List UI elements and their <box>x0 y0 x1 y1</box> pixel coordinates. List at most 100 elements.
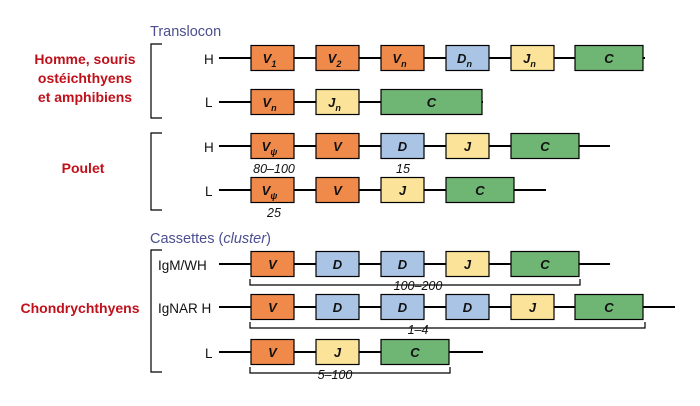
segment-label: Vn <box>392 51 407 69</box>
segment-d: D <box>445 293 490 321</box>
segment-box <box>250 293 295 321</box>
segment-v: V <box>315 176 360 204</box>
segment-label: D <box>463 300 473 315</box>
segment-label: V2 <box>328 51 342 69</box>
group-human-line1: Homme, souris <box>34 51 135 67</box>
segment-c: C <box>445 176 515 204</box>
segment-label: C <box>410 345 420 360</box>
chain-label-human-h: H <box>204 52 214 67</box>
chain-label-igm: IgM/WH <box>158 258 207 273</box>
segment-label: C <box>540 139 550 154</box>
segment-c: C <box>380 338 450 366</box>
segment-label: Vψ <box>262 139 278 157</box>
segment-box <box>250 44 295 72</box>
group-human-line3: et amphibiens <box>38 89 132 105</box>
cluster-bracket-ignar <box>249 322 646 329</box>
segment-label: C <box>427 95 437 110</box>
chain-label-chicken-l: L <box>205 184 213 199</box>
segment-j: J <box>315 338 360 366</box>
segment-label: J <box>334 345 342 360</box>
segment-label: V <box>333 139 343 154</box>
segment-label: J <box>464 257 472 272</box>
segment-d: D <box>380 293 425 321</box>
segment-box <box>315 293 360 321</box>
segment-v-n: Vn <box>380 44 425 72</box>
count-chicken-h-d: 15 <box>396 162 410 176</box>
segment-j: J <box>510 293 555 321</box>
segment-v-ψ: Vψ <box>250 132 295 160</box>
gene-row-human-h: V1 V2 Vn Dn Jn C <box>219 44 645 72</box>
segment-v: V <box>315 132 360 160</box>
segment-box <box>250 88 295 116</box>
segment-box <box>510 250 580 278</box>
gene-row-chicken-l: Vψ V J C <box>219 176 546 204</box>
segment-label: C <box>475 183 485 198</box>
segment-box <box>445 44 490 72</box>
segment-j-n: Jn <box>315 88 360 116</box>
segment-label: D <box>398 139 408 154</box>
segment-label: J <box>464 139 472 154</box>
segment-box <box>315 176 360 204</box>
segment-d: D <box>380 250 425 278</box>
segment-c: C <box>574 293 644 321</box>
count-chondro-l-cluster: 5–100 <box>318 368 353 382</box>
segment-label: C <box>540 257 550 272</box>
segment-j: J <box>380 176 425 204</box>
segment-j-n: Jn <box>510 44 555 72</box>
segment-box <box>315 44 360 72</box>
segment-box <box>510 293 555 321</box>
segment-label: V <box>333 183 343 198</box>
segment-c: C <box>380 88 483 116</box>
segment-label: V <box>268 300 278 315</box>
cluster-bracket-igm <box>249 279 581 286</box>
chain-label-chondro-l: L <box>205 346 213 361</box>
segment-box <box>510 44 555 72</box>
segment-v: V <box>250 293 295 321</box>
segment-label: D <box>398 257 408 272</box>
segment-label: Jn <box>523 51 536 69</box>
segment-box <box>445 293 490 321</box>
count-ignar-cluster: 1–4 <box>408 323 429 337</box>
segment-j: J <box>445 132 490 160</box>
segment-c: C <box>574 44 644 72</box>
segment-label: Dn <box>457 51 472 69</box>
segment-label: D <box>333 257 343 272</box>
segment-label: Vψ <box>262 183 278 201</box>
segment-box <box>315 338 360 366</box>
segment-d: D <box>380 132 425 160</box>
segment-box <box>445 176 515 204</box>
segment-box <box>380 293 425 321</box>
segment-c: C <box>510 250 580 278</box>
bracket-human <box>150 43 162 119</box>
segment-label: V <box>268 345 278 360</box>
segment-label: J <box>529 300 537 315</box>
bracket-chicken <box>150 132 162 211</box>
segment-v-2: V2 <box>315 44 360 72</box>
segment-label: V1 <box>263 51 277 69</box>
count-chicken-h-vpsi: 80–100 <box>253 162 295 176</box>
segment-c: C <box>510 132 580 160</box>
segment-box <box>250 132 295 160</box>
gene-row-chicken-h: Vψ V D J C <box>219 132 610 160</box>
segment-v-ψ: Vψ <box>250 176 295 204</box>
segment-box <box>510 132 580 160</box>
count-igm-cluster: 100–200 <box>394 279 443 293</box>
segment-label: Vn <box>262 95 277 113</box>
segment-box <box>574 293 644 321</box>
segment-box <box>380 44 425 72</box>
segment-box <box>380 176 425 204</box>
segment-box <box>380 132 425 160</box>
group-human-line2: ostéichthyens <box>38 70 132 86</box>
segment-box <box>315 132 360 160</box>
segment-label: V <box>268 257 278 272</box>
chain-label-chicken-h: H <box>204 140 214 155</box>
chain-label-ignar: IgNAR H <box>158 301 211 316</box>
segment-v: V <box>250 338 295 366</box>
segment-box <box>250 250 295 278</box>
segment-box <box>250 338 295 366</box>
segment-label: D <box>333 300 343 315</box>
segment-box <box>445 250 490 278</box>
